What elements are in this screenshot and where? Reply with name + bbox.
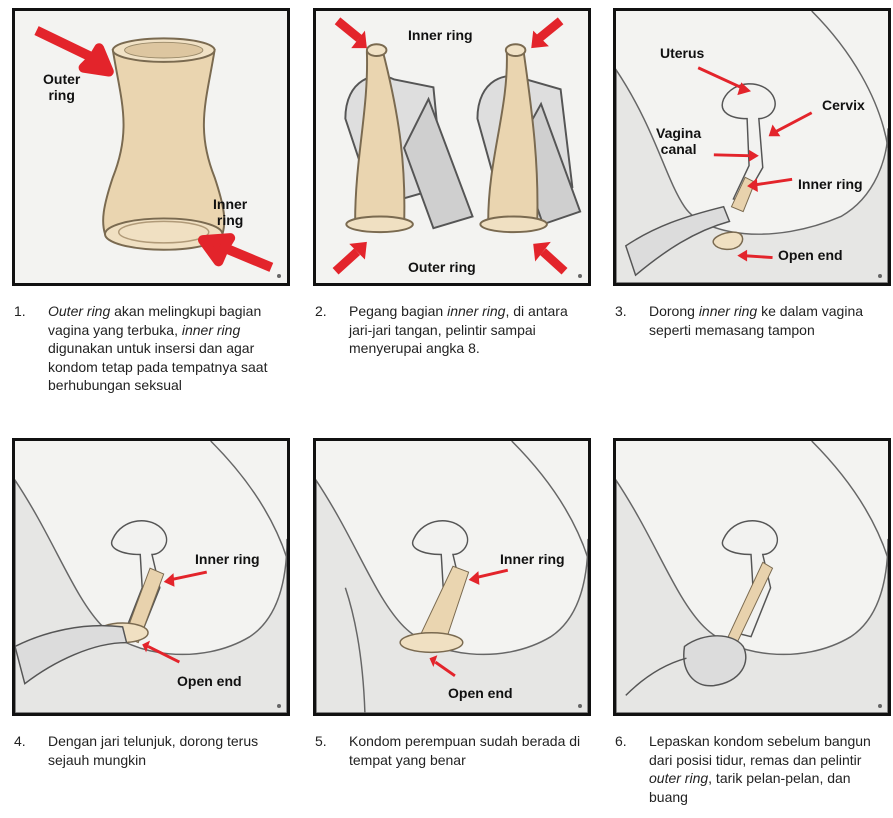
caption-text-run: digunakan untuk insersi dan agar kondom …: [48, 340, 267, 393]
step-number: 2.: [315, 302, 327, 321]
step-text: Dengan jari telunjuk, dorong terus sejau…: [48, 732, 286, 769]
female-condom-illustration: [15, 11, 287, 283]
label-open-end: Open end: [177, 673, 242, 689]
arrow-icon: [775, 113, 812, 133]
arrow-icon: [475, 570, 508, 578]
copyright-mark: [578, 274, 582, 278]
arrow-icon: [714, 155, 753, 156]
arrow-icon: [698, 68, 745, 90]
label-cervix: Cervix: [822, 97, 865, 113]
emphasized-term: outer ring: [649, 770, 708, 786]
label-uterus: Uterus: [660, 45, 704, 61]
caption-text-run: Kondom perempuan sudah berada di tempat …: [349, 733, 580, 768]
label-inner-ring: Inner ring: [408, 27, 473, 43]
caption-text-run: Dengan jari telunjuk, dorong terus sejau…: [48, 733, 258, 768]
emphasized-term: inner ring: [182, 322, 240, 338]
step-text: Pegang bagian inner ring, di antara jari…: [349, 302, 587, 358]
step-text: Dorong inner ring ke dalam vagina sepert…: [649, 302, 887, 339]
emphasized-term: inner ring: [699, 303, 757, 319]
label-inner-ring: Inner ring: [195, 551, 260, 567]
caption-text-run: Dorong: [649, 303, 699, 319]
arrow-icon: [336, 252, 358, 272]
step-number: 4.: [14, 732, 26, 751]
label-outer-ring: Outer ring: [43, 71, 80, 103]
step-number: 5.: [315, 732, 327, 751]
caption-text-run: Lepaskan kondom sebelum bangun dari posi…: [649, 733, 871, 768]
twisting-inner-ring-illustration: [316, 11, 588, 283]
label-vagina-canal: Vagina canal: [656, 125, 701, 157]
copyright-mark: [878, 274, 882, 278]
label-inner-ring: Inner ring: [500, 551, 565, 567]
panel-step-5: Inner ring Open end: [313, 438, 591, 716]
arrow-icon: [338, 21, 360, 39]
step-text: Outer ring akan melingkupi bagian vagina…: [48, 302, 286, 395]
panel-step-4: Inner ring Open end: [12, 438, 290, 716]
pushing-inner-ring-illustration: [15, 441, 287, 713]
panel-step-3: Uterus Cervix Vagina canal Inner ring Op…: [613, 8, 891, 286]
copyright-mark: [878, 704, 882, 708]
step-text: Kondom perempuan sudah berada di tempat …: [349, 732, 587, 769]
arrow-icon: [743, 256, 772, 258]
caption-text-run: Pegang bagian: [349, 303, 447, 319]
label-inner-ring: Inner ring: [798, 176, 863, 192]
condom-in-place-illustration: [316, 441, 588, 713]
arrow-icon: [170, 572, 207, 580]
label-open-end: Open end: [448, 685, 513, 701]
copyright-mark: [277, 274, 281, 278]
emphasized-term: inner ring: [447, 303, 505, 319]
step-number: 6.: [615, 732, 627, 751]
step-number: 3.: [615, 302, 627, 321]
arrow-icon: [539, 21, 561, 39]
copyright-mark: [578, 704, 582, 708]
label-open-end: Open end: [778, 247, 843, 263]
panel-step-6: [613, 438, 891, 716]
step-number: 1.: [14, 302, 26, 321]
label-inner-ring: Inner ring: [213, 196, 247, 228]
arrow-icon: [543, 252, 565, 272]
panel-step-1: Outer ring Inner ring: [12, 8, 290, 286]
panel-step-2: Inner ring Outer ring: [313, 8, 591, 286]
label-outer-ring: Outer ring: [408, 259, 476, 275]
step-text: Lepaskan kondom sebelum bangun dari posi…: [649, 732, 887, 806]
emphasized-term: Outer ring: [48, 303, 110, 319]
copyright-mark: [277, 704, 281, 708]
arrow-icon: [753, 179, 792, 185]
arrow-icon: [37, 31, 109, 72]
removal-illustration: [616, 441, 888, 713]
arrow-icon: [203, 238, 271, 267]
